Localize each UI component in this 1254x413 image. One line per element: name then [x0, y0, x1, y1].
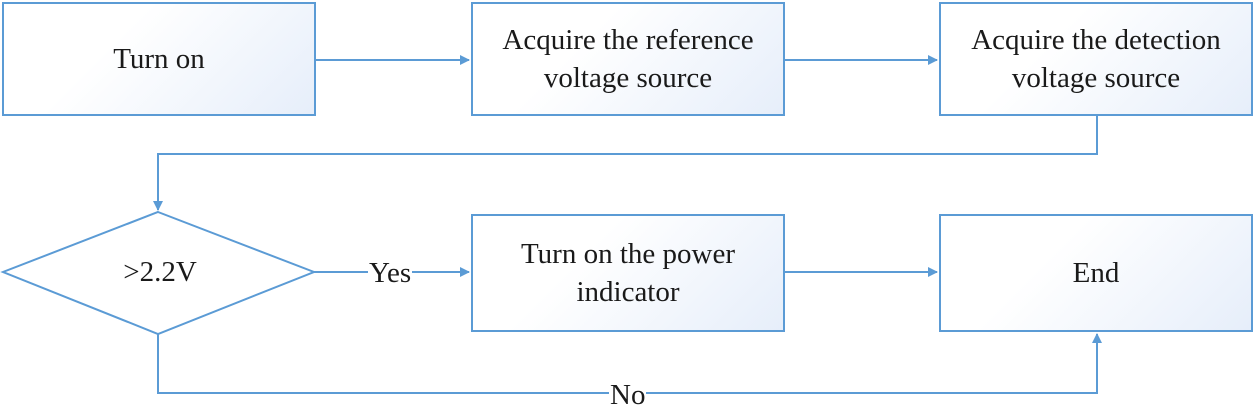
edge-label-no: No — [609, 379, 647, 411]
arrow-detection-to-decision — [153, 116, 1098, 211]
node-acquire-detection: Acquire the detection voltage source — [939, 2, 1253, 116]
node-acquire-reference: Acquire the reference voltage source — [471, 2, 785, 116]
node-acquire-reference-line1: Acquire the reference — [502, 23, 754, 56]
node-end: End — [939, 214, 1253, 332]
node-power-indicator: Turn on the power indicator — [471, 214, 785, 332]
node-turn-on-label: Turn on — [113, 42, 205, 75]
node-power-indicator-line2: indicator — [576, 276, 680, 308]
node-turn-on: Turn on — [2, 2, 316, 116]
decision-label: >2.2V — [123, 255, 197, 288]
node-acquire-detection-line1: Acquire the detection — [971, 23, 1221, 56]
node-acquire-reference-line2: voltage source — [543, 62, 713, 94]
node-end-label: End — [1072, 256, 1120, 289]
node-power-indicator-line1: Turn on the power — [520, 237, 735, 270]
edge-label-yes: Yes — [368, 257, 413, 289]
node-acquire-detection-line2: voltage source — [1011, 62, 1181, 94]
